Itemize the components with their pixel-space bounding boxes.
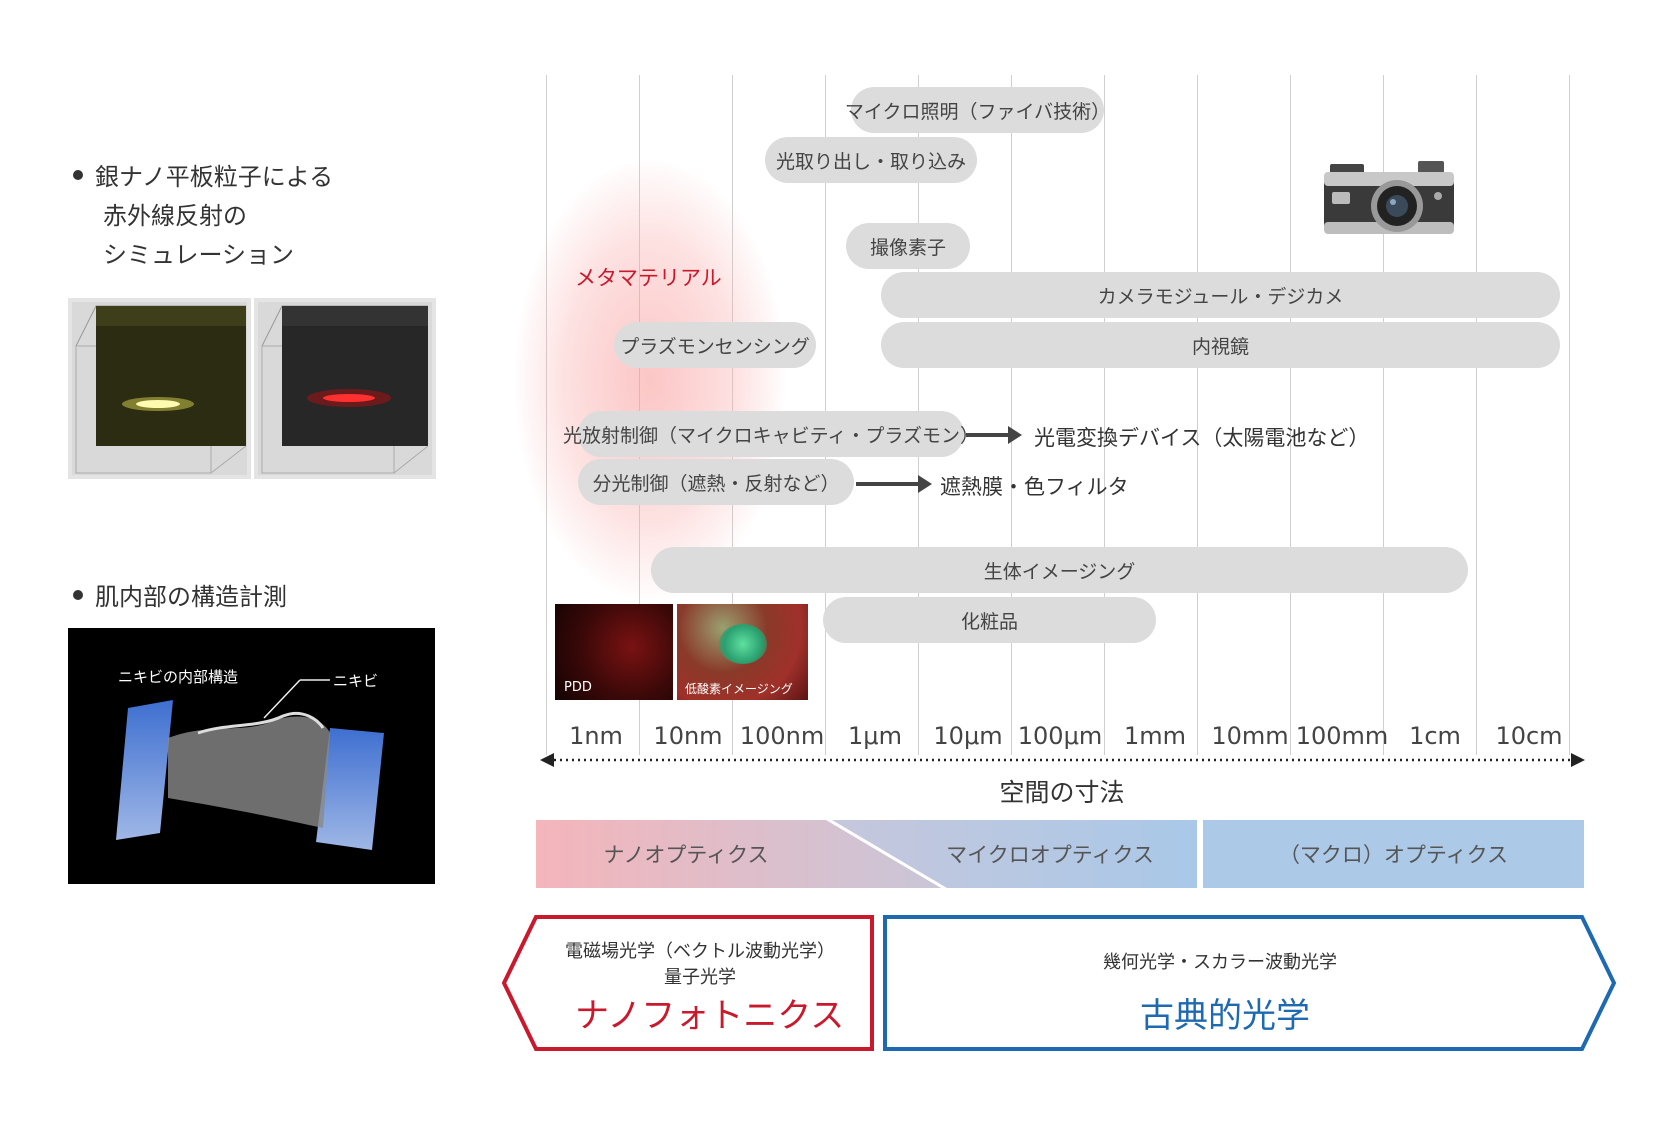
scale-tick: 100μm (1017, 722, 1103, 750)
bullet1-line3: シミュレーション (103, 241, 295, 269)
pdd-thumbnail: PDD (555, 604, 673, 700)
scale-tick: 1nm (569, 722, 623, 750)
hypoxia-spot (719, 624, 767, 664)
bullet-skin-measurement: 肌内部の構造計測 (73, 578, 287, 617)
bullet1-line1: 銀ナノ平板粒子による (95, 163, 334, 191)
arrow-head (1008, 426, 1022, 444)
scale-tick: 10cm (1495, 722, 1563, 750)
grid-line (1011, 75, 1012, 755)
simulation-image-red (254, 298, 436, 479)
scale-axis-arrow (540, 753, 1585, 767)
bullet-dot (73, 590, 83, 600)
bullet-silver-nanoplate: 銀ナノ平板粒子による 赤外線反射の シミュレーション (73, 158, 333, 275)
pill-micro-lighting: マイクロ照明（ファイバ技術） (845, 87, 1110, 133)
optics-band-background (536, 820, 1584, 888)
scale-title: 空間の寸法 (999, 778, 1125, 807)
bullet2-text: 肌内部の構造計測 (95, 583, 287, 611)
scale-tick: 10μm (933, 722, 1003, 750)
hypoxia-label: 低酸素イメージング (685, 682, 793, 696)
pill-light-extraction: 光取り出し・取り込み (765, 137, 977, 183)
band-micro-optics: マイクロオプティクス (946, 843, 1154, 867)
arrow-label-photoelectric: 光電変換デバイス（太陽電池など） (1034, 426, 1370, 450)
grid-line (1104, 75, 1105, 755)
hypoxia-imaging-thumbnail: 低酸素イメージング (677, 604, 808, 700)
simulation-image-yellow (68, 298, 251, 479)
metamaterial-region (515, 160, 785, 600)
scale-tick: 1cm (1409, 722, 1461, 750)
band-macro-optics: （マクロ）オプティクス (1278, 843, 1509, 867)
pill-camera-module: カメラモジュール・デジカメ (881, 272, 1560, 318)
skin-oct-image: ニキビの内部構造 ニキビ (68, 628, 435, 884)
grid-line (1569, 75, 1570, 755)
bottom-frames (501, 915, 1617, 1051)
scale-tick: 100nm (739, 722, 825, 750)
pdd-label: PDD (564, 680, 592, 695)
scale-tick: 1μm (848, 722, 902, 750)
grid-line (1476, 75, 1477, 755)
scale-tick: 1mm (1123, 722, 1187, 750)
pill-endoscope: 内視鏡 (881, 322, 1560, 368)
camera-icon (1324, 161, 1454, 234)
nanophotonics-subtitle-2: 量子光学 (664, 967, 736, 988)
pill-bio-imaging: 生体イメージング (651, 547, 1468, 593)
skin-structure-graphic (116, 679, 384, 850)
pill-image-sensor: 撮像素子 (846, 223, 970, 269)
scale-tick: 10nm (653, 722, 723, 750)
pill-spectral-control: 分光制御（遮熱・反射など） (578, 459, 854, 505)
nanophotonics-title: ナノフォトニクス (575, 996, 845, 1036)
grid-line (1197, 75, 1198, 755)
skin-label-acne: ニキビ (333, 672, 379, 690)
pill-emission-control: 光放射制御（マイクロキャビティ・プラズモン） (563, 411, 979, 457)
arrow-to-photoelectric (966, 433, 1010, 437)
metamaterial-label: メタマテリアル (575, 266, 722, 290)
band-nano-optics: ナノオプティクス (603, 843, 769, 867)
bullet-dot (73, 170, 83, 180)
classical-optics-title: 古典的光学 (1140, 996, 1310, 1036)
grid-line (1290, 75, 1291, 755)
bullet1-line2: 赤外線反射の (103, 202, 247, 230)
classical-optics-subtitle: 幾何光学・スカラー波動光学 (1103, 952, 1337, 973)
skin-label-inner-structure: ニキビの内部構造 (118, 668, 239, 686)
arrow-label-heat-shield: 遮熱膜・色フィルタ (940, 475, 1129, 499)
nanophotonics-subtitle-1: 電磁場光学（ベクトル波動光学） (565, 941, 835, 962)
pill-plasmon-sensing: プラズモンセンシング (614, 322, 816, 368)
scale-tick: 10mm (1211, 722, 1289, 750)
arrow-head (918, 475, 932, 493)
scale-tick: 100mm (1295, 722, 1389, 750)
grid-line (1383, 75, 1384, 755)
pill-cosmetics: 化粧品 (823, 597, 1156, 643)
arrow-to-heat-shield (856, 482, 920, 486)
